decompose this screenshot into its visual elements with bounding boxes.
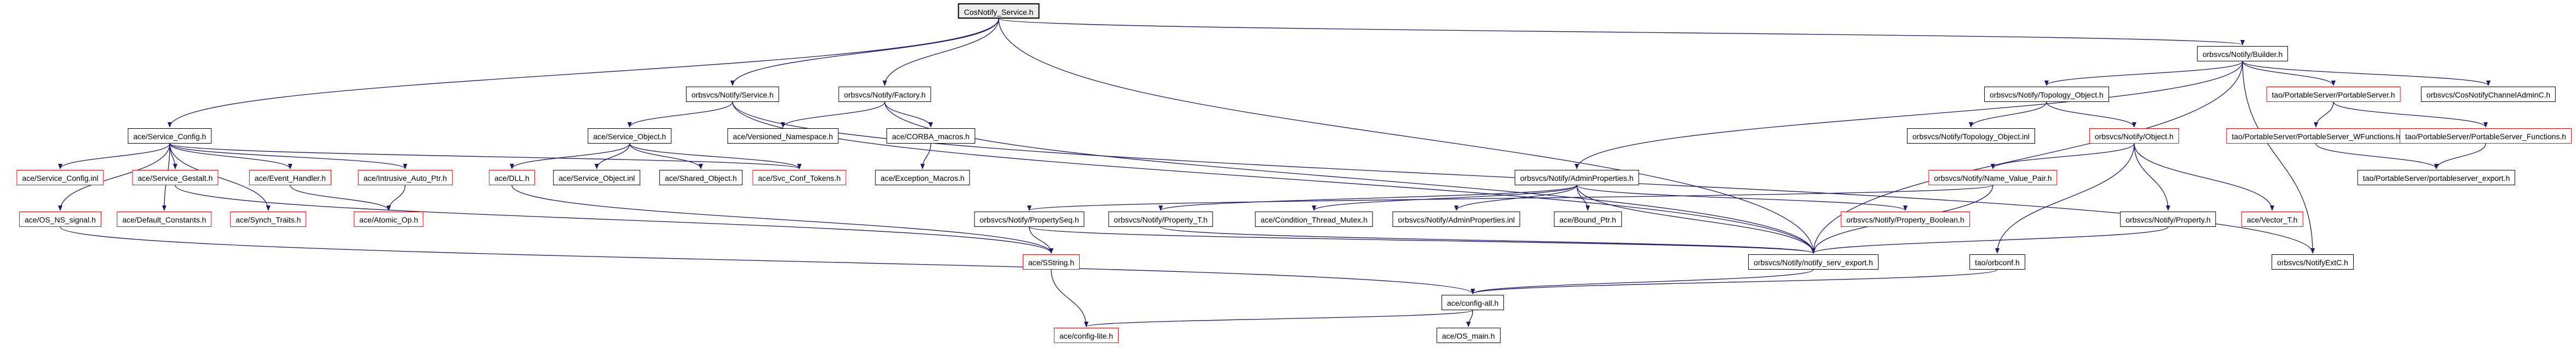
graph-node-orbconf[interactable]: tao/orbconf.h [1969,254,2025,270]
include-edge [175,185,1053,254]
root-node[interactable]: CosNotify_Service.h [958,3,1040,19]
graph-node-topologyinl[interactable]: orbsvcs/Notify/Topology_Object.inl [1907,128,2035,144]
include-edge [1312,185,1577,211]
include-edge [1029,226,1816,254]
include-edge [169,143,407,169]
include-edge [883,18,999,86]
include-edge [169,143,802,169]
graph-node-svcconfiginl[interactable]: ace/Service_Config.inl [16,170,104,185]
include-edge [1991,143,2135,169]
include-edge [1159,185,1577,211]
graph-node-channeladminc[interactable]: orbsvcs/CosNotifyChannelAdminC.h [2421,87,2556,102]
include-edge [2314,101,2334,128]
include-edge [1454,185,1577,211]
include-edge [2242,61,2491,86]
include-edge [2046,101,2136,128]
include-edge [511,185,1053,254]
include-edge [1969,101,2047,128]
graph-node-propertyseq[interactable]: orbsvcs/Notify/PropertySeq.h [974,212,1085,227]
include-edge [168,18,999,128]
include-edge [1084,310,1473,327]
graph-node-configlite[interactable]: ace/config-lite.h [1053,328,1119,343]
include-edge [1576,185,1590,211]
include-edge [998,18,2245,45]
graph-node-notifyextc[interactable]: orbsvcs/NotifyExtC.h [2272,254,2354,270]
include-edge [730,18,999,86]
graph-node-atomicop[interactable]: ace/Atomic_Op.h [354,212,424,227]
graph-node-defaultconstants[interactable]: ace/Default_Constants.h [117,212,212,227]
graph-node-corbamacros[interactable]: ace/CORBA_macros.h [886,128,975,144]
graph-node-osmain[interactable]: ace/OS_main.h [1436,328,1501,343]
include-edge [2434,143,2486,169]
graph-node-svcconfig[interactable]: ace/Service_Config.h [128,128,212,144]
include-edge [884,101,933,128]
include-edge [1051,269,1088,327]
include-edge [2333,101,2488,128]
include-edge [1160,226,1816,254]
graph-node-propbool[interactable]: orbsvcs/Notify/Property_Boolean.h [1841,212,1970,227]
graph-node-factory[interactable]: orbsvcs/Notify/Factory.h [838,87,931,102]
graph-node-exceptionmacros[interactable]: ace/Exception_Macros.h [875,170,970,185]
graph-node-adminpropsinl[interactable]: orbsvcs/Notify/AdminProperties.inl [1392,212,1520,227]
include-edge [387,185,406,211]
graph-node-sstring[interactable]: ace/SString.h [1022,254,1080,270]
include-edge [58,143,170,169]
graph-node-condmutex[interactable]: ace/Condition_Thread_Mutex.h [1255,212,1373,227]
graph-node-eventhandler[interactable]: ace/Event_Handler.h [249,170,331,185]
graph-node-portableserver[interactable]: tao/PortableServer/PortableServer.h [2266,87,2401,102]
graph-node-svcobjectinl[interactable]: ace/Service_Object.inl [553,170,641,185]
include-edge [1471,269,1998,294]
graph-node-intrusiveptr[interactable]: ace/Intrusive_Auto_Ptr.h [358,170,453,185]
include-edge [1575,61,2243,169]
include-edge [2134,143,2274,211]
include-edge [1811,226,2169,254]
include-edge [595,143,630,169]
graph-node-svcobject[interactable]: ace/Service_Object.h [587,128,672,144]
graph-node-property[interactable]: orbsvcs/Notify/Property.h [2120,212,2216,227]
graph-node-sharedobject[interactable]: ace/Shared_Object.h [659,170,742,185]
include-edge [920,143,931,169]
graph-node-vectort[interactable]: ace/Vector_T.h [2241,212,2303,227]
graph-node-topology[interactable]: orbsvcs/Notify/Topology_Object.h [1984,87,2109,102]
include-edge [2044,61,2243,86]
graph-node-namevaluepair[interactable]: orbsvcs/Notify/Name_Value_Pair.h [1928,170,2058,185]
include-edge [1027,185,1993,211]
include-edge [1471,269,1814,294]
include-edge [629,143,802,169]
graph-node-pswfunc[interactable]: tao/PortableServer/PortableServer_WFunct… [2226,128,2406,144]
graph-node-configall[interactable]: ace/config-all.h [1441,295,1505,310]
include-edge [629,143,703,169]
include-edge [781,101,885,128]
graph-node-versionedns[interactable]: ace/Versioned_Namespace.h [727,128,839,144]
include-edge [290,185,391,211]
include-edge [169,143,177,169]
graph-node-gestalt[interactable]: ace/Service_Gestalt.h [132,170,218,185]
graph-node-osnssignal[interactable]: ace/OS_NS_signal.h [19,212,101,227]
graph-node-servexport[interactable]: orbsvcs/Notify/notify_serv_export.h [1748,254,1878,270]
include-edge [884,101,1816,254]
graph-node-synchtraits[interactable]: ace/Synch_Traits.h [230,212,307,227]
include-edge [60,226,1475,294]
include-edge [1029,226,1053,254]
include-edge [1466,310,1473,327]
include-edge [2242,61,2336,86]
include-edge [627,101,733,128]
graph-node-notifyobject[interactable]: orbsvcs/Notify/Object.h [2089,128,2179,144]
graph-node-adminprops[interactable]: orbsvcs/Notify/AdminProperties.h [1514,170,1639,185]
include-edge [1576,185,1907,211]
graph-node-svcconftokens[interactable]: ace/Svc_Conf_Tokens.h [752,170,846,185]
include-edge [169,143,292,169]
graph-node-propertyt[interactable]: orbsvcs/Notify/Property_T.h [1108,212,1213,227]
include-edge [510,143,630,169]
graph-node-psexport[interactable]: tao/PortableServer/portableserver_export… [2357,170,2516,185]
graph-node-dll[interactable]: ace/DLL.h [489,170,535,185]
graph-node-builder[interactable]: orbsvcs/Notify/Builder.h [2197,46,2289,61]
graph-node-boundptr[interactable]: ace/Bound_Ptr.h [1554,212,1622,227]
include-edge [2134,143,2170,211]
graph-node-service[interactable]: orbsvcs/Notify/Service.h [685,87,780,102]
include-edge [2315,143,2439,169]
graph-node-psfunc[interactable]: tao/PortableServer/PortableServer_Functi… [2399,128,2572,144]
include-edge [1995,143,2135,254]
